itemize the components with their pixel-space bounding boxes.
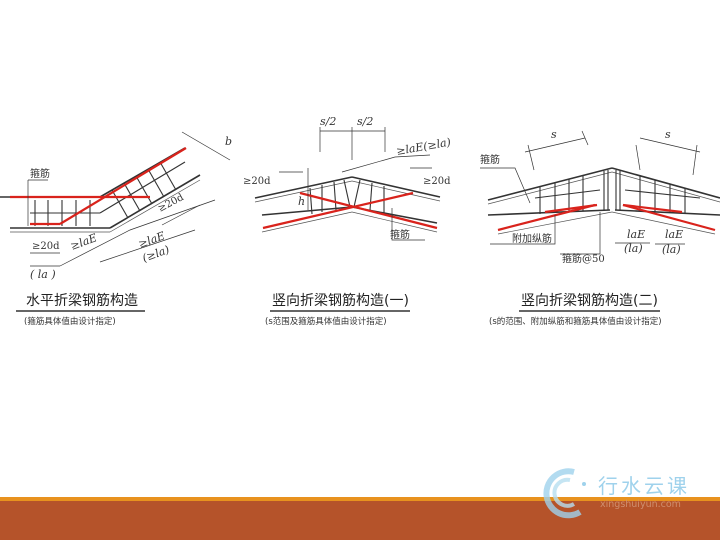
label-stirrup: 箍筋 xyxy=(480,153,500,166)
label-stirrup-50: 箍筋@50 xyxy=(562,252,605,265)
label-la-1: (la) xyxy=(624,242,643,255)
label-la-1: ( la ) xyxy=(30,268,56,281)
label-20d-left: ≥20d xyxy=(32,241,60,252)
label-20d-right: ≥20d xyxy=(156,192,186,215)
diagram-horizontal-folded-beam: 箍筋 b ≥20d ≥20d ≥laE ( la ) ≥laE (≥la) 水平… xyxy=(0,131,232,327)
brand-url: xingshuiyun.com xyxy=(600,499,681,510)
label-h: h xyxy=(298,195,305,208)
diagram-2-title: 竖向折梁钢筋构造(一) xyxy=(272,292,409,309)
diagram-vertical-folded-beam-1: s/2 s/2 ≥laE(≥la) ≥20d ≥20d h 箍筋 竖向折梁钢筋构… xyxy=(243,115,452,327)
diagram-vertical-folded-beam-2: s s 箍筋 附加纵筋 箍筋@50 laE (la) laE (la) 竖向折梁… xyxy=(480,128,720,327)
label-stirrup: 箍筋 xyxy=(30,167,50,180)
label-20d-right: ≥20d xyxy=(423,176,451,187)
diagram-1-subtitle: (箍筋具体值由设计指定) xyxy=(24,316,116,327)
label-20d-left: ≥20d xyxy=(243,176,271,187)
label-la-2: (la) xyxy=(662,243,681,256)
label-lae-1: laE xyxy=(627,228,645,241)
wave-logo-icon xyxy=(543,468,586,519)
label-lae: ≥laE(≥la) xyxy=(395,136,452,158)
footer-bar xyxy=(0,501,720,540)
diagram-2-subtitle: (s范围及箍筋具体值由设计指定) xyxy=(265,316,387,327)
label-s2-right: s/2 xyxy=(357,115,373,128)
label-lae-2: laE xyxy=(665,228,683,241)
diagram-3-subtitle: (s的范围、附加纵筋和箍筋具体值由设计指定) xyxy=(489,316,662,327)
diagram-3-title: 竖向折梁钢筋构造(二) xyxy=(521,292,658,309)
brand-name: 行水云课 xyxy=(598,474,690,498)
label-s2-left: s/2 xyxy=(320,115,336,128)
label-lae-1: ≥laE xyxy=(69,231,99,253)
footer-accent-line xyxy=(0,497,720,501)
label-s-left: s xyxy=(551,128,557,141)
label-s-right: s xyxy=(665,128,671,141)
label-b: b xyxy=(225,135,232,148)
label-extra-rebar: 附加纵筋 xyxy=(512,232,552,245)
label-stirrup: 箍筋 xyxy=(390,228,410,241)
brand-logo: 行水云课 xingshuiyun.com xyxy=(540,462,720,522)
diagram-1-title: 水平折梁钢筋构造 xyxy=(26,292,138,309)
